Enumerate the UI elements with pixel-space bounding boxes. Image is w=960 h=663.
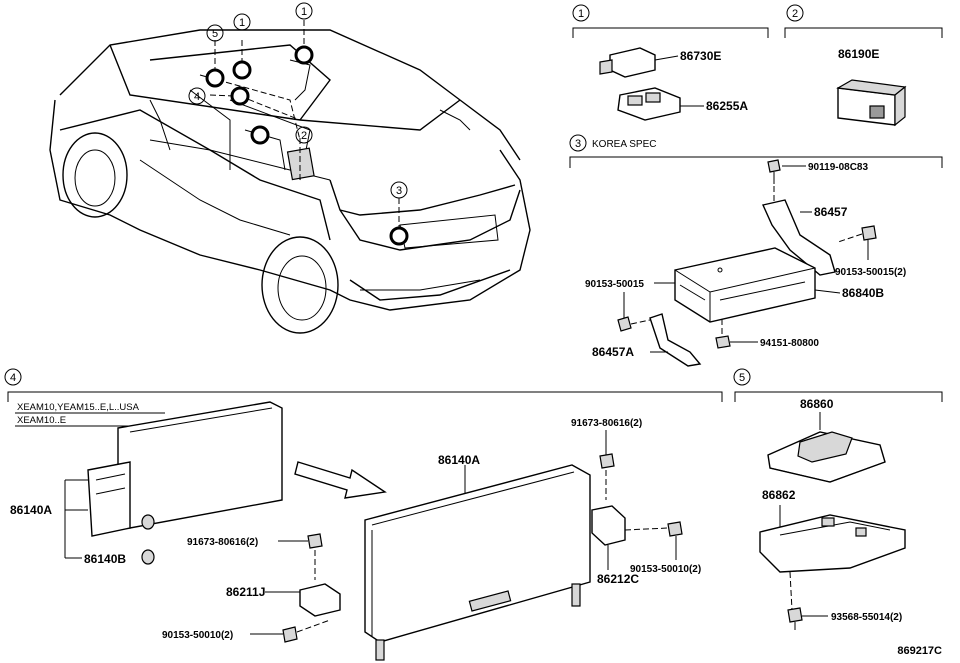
section-3-number: 3 (575, 138, 581, 150)
part-90153-50010-x2-left: 90153-50010(2) (162, 630, 233, 641)
callout-1: 1 (239, 17, 245, 29)
part-91673-80616-x2-left: 91673-80616(2) (187, 537, 258, 548)
section-3: 3 KOREA SPEC 90119-08C83 86457 90153-500… (569, 134, 943, 367)
part-86140A-left: 86140A (10, 503, 52, 517)
part-86457: 86457 (814, 205, 848, 219)
part-86862: 86862 (762, 488, 796, 502)
vehicle-callouts: 1 1 5 4 2 3 (188, 2, 408, 199)
part-86457A: 86457A (592, 345, 634, 359)
location-marker-2 (250, 125, 270, 145)
callout-4: 4 (194, 91, 200, 103)
section-5: 5 86860 86862 93568-55014(2) (733, 368, 943, 630)
applicability-e: XEAM10..E (17, 415, 66, 426)
part-90153-50015-x2: 90153-50015(2) (835, 267, 906, 278)
part-86190E: 86190E (838, 47, 879, 61)
section-3-caption: KOREA SPEC (592, 139, 656, 150)
location-marker-3 (389, 226, 409, 246)
part-86255A: 86255A (706, 99, 748, 113)
vehicle-illustration (49, 20, 531, 334)
location-marker-1 (232, 60, 252, 80)
part-86730E: 86730E (680, 49, 721, 63)
part-93568-55014-x2: 93568-55014(2) (831, 612, 902, 623)
part-86860: 86860 (800, 397, 834, 411)
part-90119-08C83: 90119-08C83 (808, 162, 868, 173)
section-4: 4 XEAM10,YEAM15..E,L..USA XEAM10..E 8614… (4, 368, 723, 661)
part-94151-80800: 94151-80800 (760, 338, 819, 349)
callout-2: 2 (301, 130, 307, 142)
section-5-number: 5 (739, 372, 745, 384)
applicability-usa: XEAM10,YEAM15..E,L..USA (17, 402, 140, 413)
callout-3: 3 (396, 185, 402, 197)
location-marker-1b (294, 45, 314, 65)
section-2: 2 86190E (784, 4, 943, 127)
section-1: 1 86730E 86255A (572, 4, 769, 121)
part-86212C: 86212C (597, 572, 639, 586)
part-86140B: 86140B (84, 552, 126, 566)
part-86840B: 86840B (842, 286, 884, 300)
part-90153-50010-x2-right: 90153-50010(2) (630, 564, 701, 575)
section-4-number: 4 (10, 372, 16, 384)
location-marker-4 (230, 86, 250, 106)
part-91673-80616-x2-right: 91673-80616(2) (571, 418, 642, 429)
section-2-number: 2 (792, 8, 798, 20)
figure-id: 869217C (897, 645, 942, 657)
part-90153-50015: 90153-50015 (585, 279, 644, 290)
part-86140A-main: 86140A (438, 453, 480, 467)
callout-5: 5 (212, 28, 218, 40)
part-86211J: 86211J (226, 585, 265, 599)
callout-1b: 1 (301, 6, 307, 18)
location-marker-5 (205, 68, 225, 88)
section-1-number: 1 (578, 8, 584, 20)
